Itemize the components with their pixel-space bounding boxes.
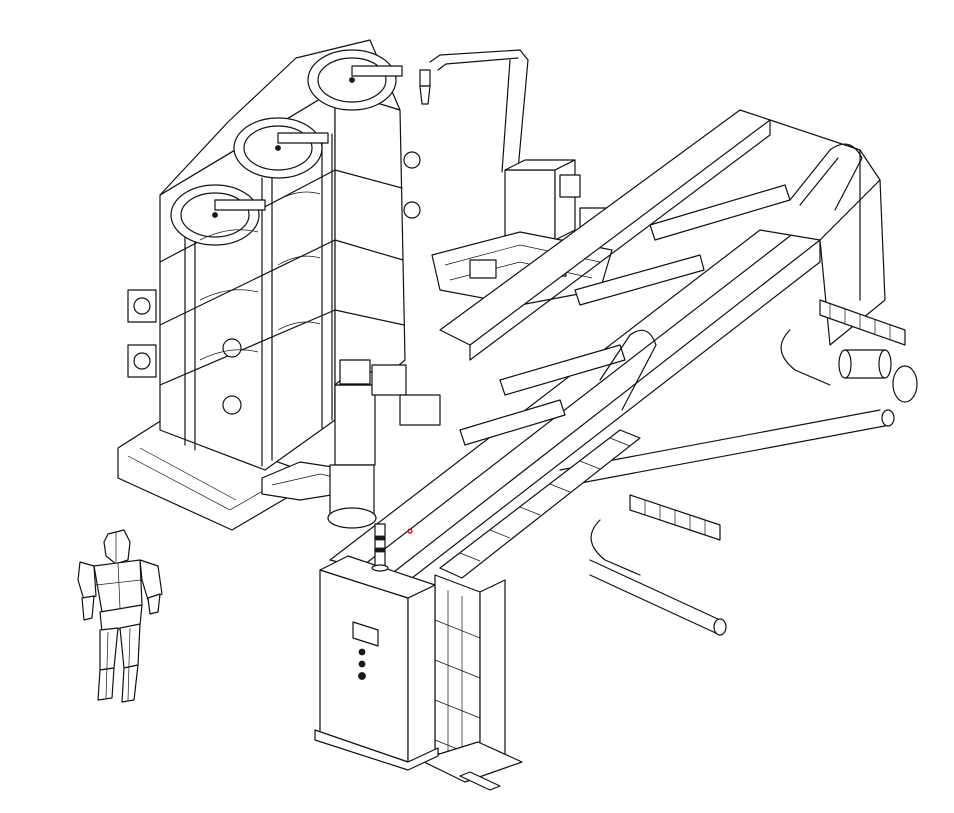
cable-tray-right (819, 299, 906, 346)
cabinet-display (352, 621, 379, 647)
hatch-2 (233, 117, 329, 179)
signal-tower (371, 523, 389, 572)
cabinet-button-2 (358, 660, 366, 668)
drag-chain-top (789, 143, 863, 211)
gantry-front-leg (419, 574, 523, 791)
cabinet-button-1 (358, 648, 366, 656)
drag-chain-mid (599, 329, 657, 411)
red-indicator-icon (407, 528, 413, 534)
cable-tray-lower (629, 494, 721, 541)
front-cable-tray (439, 429, 641, 579)
cabinet-button-3 (358, 672, 366, 680)
drive-motor (838, 349, 918, 403)
overhead-arm (419, 49, 529, 173)
human-left-arm (77, 561, 97, 601)
drag-chain-loop-right (780, 329, 831, 386)
cabinet-top (319, 555, 436, 599)
side-nozzles (127, 151, 421, 415)
tank-bank (117, 39, 421, 531)
hatch-3 (307, 49, 403, 111)
lower-gripper (261, 359, 441, 529)
human-figure (77, 529, 163, 703)
human-head (103, 529, 131, 565)
cabinet-side (407, 584, 436, 763)
human-left-leg (99, 627, 119, 671)
control-cabinet (314, 523, 439, 771)
drag-chain-loop-lower (590, 519, 641, 576)
gantry-frame (329, 109, 918, 636)
